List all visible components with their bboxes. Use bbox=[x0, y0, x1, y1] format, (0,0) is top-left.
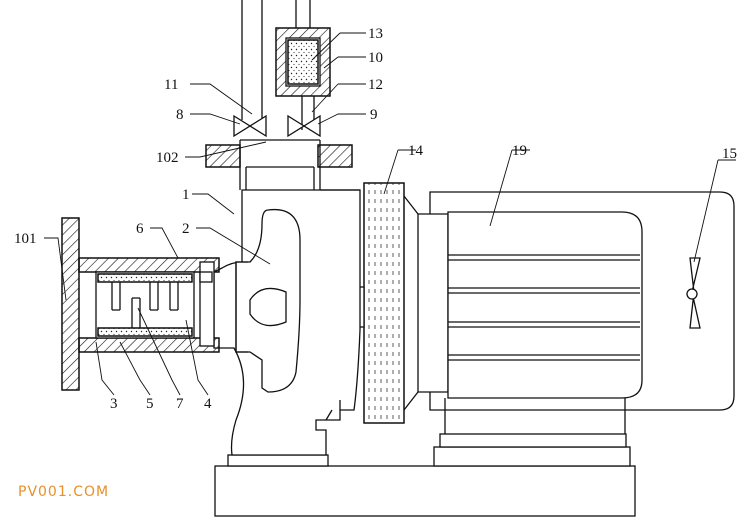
pump-foot bbox=[227, 454, 329, 467]
valve-9-right bbox=[302, 114, 321, 138]
valve-8-left bbox=[233, 114, 252, 138]
impeller-hub bbox=[249, 287, 287, 327]
label-6: 6 bbox=[136, 221, 144, 237]
filter-fin-2 bbox=[149, 282, 159, 311]
label-3: 3 bbox=[110, 396, 118, 412]
label-102: 102 bbox=[156, 150, 179, 166]
label-15: 15 bbox=[722, 146, 737, 162]
filter-fin-3 bbox=[169, 282, 179, 311]
valve-8-right bbox=[248, 114, 267, 138]
label-8: 8 bbox=[176, 107, 184, 123]
coupling-block bbox=[363, 182, 405, 424]
label-101: 101 bbox=[14, 231, 37, 247]
label-14: 14 bbox=[408, 143, 424, 159]
filter-fin-1 bbox=[111, 282, 121, 311]
drawing bbox=[44, 0, 736, 517]
label-1: 1 bbox=[182, 187, 190, 203]
motor-foot bbox=[433, 446, 631, 467]
label-19: 19 bbox=[512, 143, 527, 159]
upper-pipe-right bbox=[295, 0, 311, 28]
valve-9-left bbox=[287, 114, 306, 138]
outlet-flange-left bbox=[205, 144, 241, 168]
label-13: 13 bbox=[368, 26, 383, 42]
outlet-flange-right bbox=[317, 144, 353, 168]
label-7: 7 bbox=[176, 396, 184, 412]
motor-foot-upper bbox=[439, 433, 627, 448]
label-2: 2 bbox=[182, 221, 190, 237]
label-11: 11 bbox=[164, 77, 178, 93]
label-10: 10 bbox=[368, 50, 383, 66]
base-plate bbox=[214, 465, 636, 517]
upper-pipe-left bbox=[241, 0, 263, 120]
motor-body bbox=[447, 211, 643, 399]
inlet-flange bbox=[61, 217, 80, 391]
watermark: PV001.COM bbox=[18, 484, 110, 500]
label-9: 9 bbox=[370, 107, 378, 123]
motor-end-ring bbox=[417, 213, 449, 393]
label-5: 5 bbox=[146, 396, 154, 412]
cartridge-core bbox=[287, 39, 319, 85]
label-12: 12 bbox=[368, 77, 383, 93]
label-4: 4 bbox=[204, 396, 212, 412]
